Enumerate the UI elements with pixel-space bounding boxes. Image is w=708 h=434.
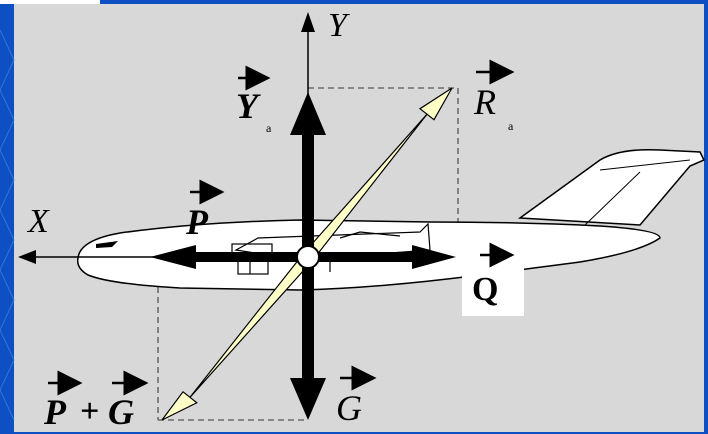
force-arrows [150,92,456,420]
airplane [76,148,706,291]
resultant-subscript: a [508,119,514,133]
resultant-arrows [161,87,453,421]
resultant-arrow-r [302,87,453,262]
drag-label: Q [472,271,498,308]
x-axis-label: X [26,203,50,240]
center-point [296,245,320,269]
top-highlight-bar [0,0,100,4]
drag-label-box [462,262,524,316]
background-pattern [0,29,15,421]
sum-label-plus: + [80,393,99,430]
thrust-label: P [185,202,209,242]
tail-fin [517,148,706,226]
weight-arrow [290,257,326,420]
lift-label: Y [236,86,261,126]
resultant-arrow-pg [161,252,314,421]
lift-arrow [290,92,326,257]
drag-arrow [308,245,456,269]
weight-label: G [336,388,362,428]
vector-overarrows [48,59,515,396]
lift-subscript: a [266,121,272,135]
y-axis-label: Y [328,7,350,44]
sum-label-p: P [43,392,67,432]
thrust-arrow [150,245,308,269]
sum-label-g: G [108,392,134,432]
resultant-label: R [473,82,496,122]
